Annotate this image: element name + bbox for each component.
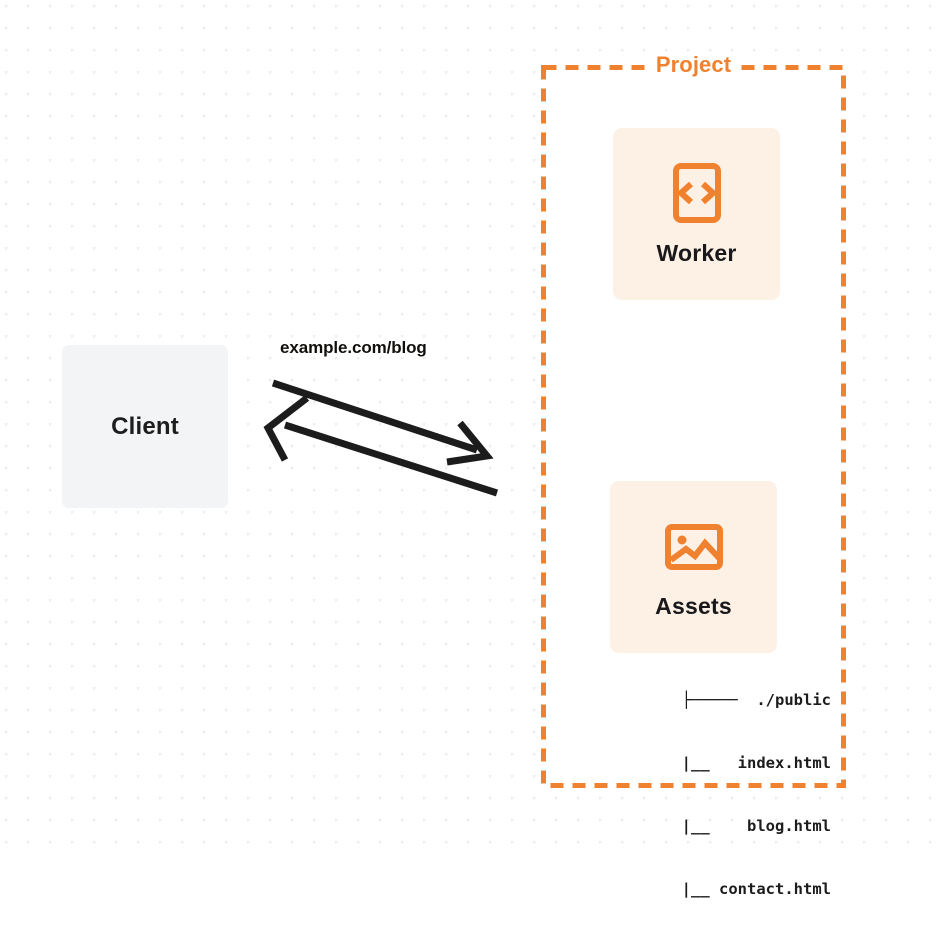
request-response-arrows: [263, 379, 499, 497]
assets-card[interactable]: Assets: [610, 481, 777, 653]
file-tree-row: |__ contact.html: [644, 880, 831, 898]
diagram-canvas: Client example.com/blog Project Wor: [0, 0, 938, 898]
code-brackets-icon: [672, 162, 721, 223]
request-arrow: [271, 379, 494, 466]
edge-label-url: example.com/blog: [280, 338, 427, 357]
client-node[interactable]: Client: [62, 345, 228, 508]
worker-card-label: Worker: [656, 239, 737, 266]
file-tree-row: |__ blog.html: [644, 817, 831, 835]
project-container[interactable]: Project Worker Assets ├───── ./public |_…: [541, 52, 846, 898]
file-tree-row: |__ index.html: [644, 754, 831, 772]
file-tree-row: ├───── ./public: [681, 691, 831, 709]
assets-file-tree: ├───── ./public |__ index.html |__ blog.…: [586, 648, 831, 942]
response-arrow: [263, 395, 499, 497]
project-title: Project: [648, 52, 739, 78]
client-node-label: Client: [111, 412, 179, 440]
assets-card-label: Assets: [655, 592, 732, 619]
worker-card[interactable]: Worker: [613, 128, 780, 300]
image-icon: [664, 523, 723, 570]
